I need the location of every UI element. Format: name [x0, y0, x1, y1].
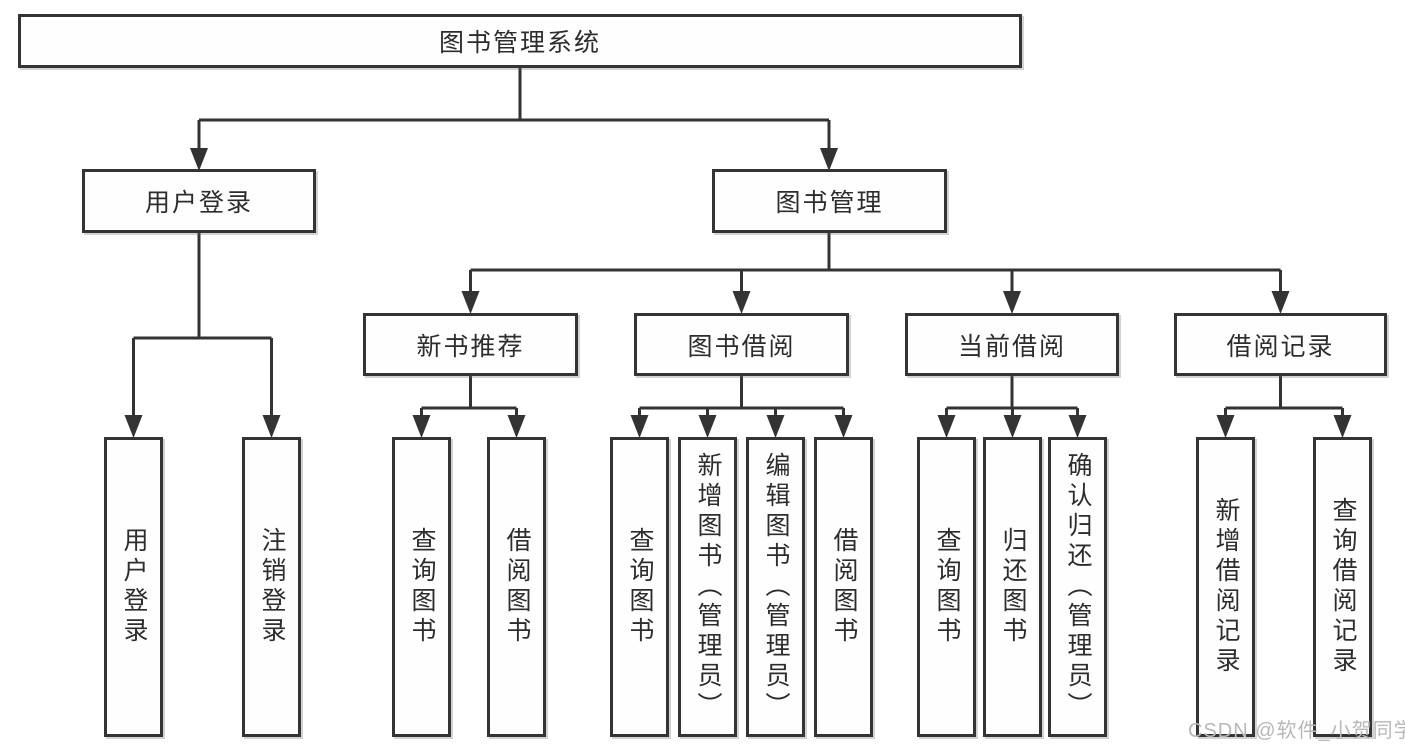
connector-new-book-recommend — [412, 376, 526, 438]
leaf-confirm-return-admin: 确认归还（管理员） — [1048, 437, 1107, 737]
arrowhead — [1216, 415, 1235, 438]
node-borrow-record: 借阅记录 — [1174, 313, 1387, 376]
connector-path — [638, 376, 845, 418]
arrowhead — [1068, 415, 1087, 438]
leaf-borrow-book: 借阅图书 — [814, 437, 873, 737]
arrowhead — [461, 291, 480, 314]
arrowhead — [190, 148, 208, 171]
arrowhead — [698, 415, 717, 438]
arrowhead — [1333, 415, 1352, 438]
arrowhead — [630, 415, 649, 438]
node-book-borrow: 图书借阅 — [634, 313, 849, 376]
arrowhead — [732, 291, 751, 314]
arrowhead — [834, 415, 853, 438]
connector-book-management — [461, 233, 1290, 314]
leaf-borrow-query-book: 查询图书 — [610, 437, 669, 737]
arrowhead — [937, 415, 956, 438]
node-book-management: 图书管理 — [712, 169, 947, 233]
arrowhead — [262, 415, 281, 438]
connector-path — [945, 376, 1079, 418]
connector-current-borrow — [937, 376, 1087, 438]
leaf-user-login: 用户登录 — [104, 437, 163, 737]
node-current-borrow: 当前借阅 — [905, 313, 1119, 376]
arrowhead — [1271, 291, 1290, 314]
leaf-edit-book-admin: 编辑图书（管理员） — [746, 437, 805, 737]
csdn-watermark: CSDN @软件_小贺同学 — [1188, 720, 1405, 742]
connector-path — [1224, 376, 1344, 418]
connector-path — [197, 68, 831, 152]
connector-path — [132, 233, 273, 418]
connector-path — [420, 376, 518, 418]
connector-root — [190, 68, 838, 171]
arrowhead — [412, 415, 431, 438]
leaf-logout: 注销登录 — [242, 437, 301, 737]
connector-user-login — [124, 233, 281, 438]
node-root: 图书管理系统 — [18, 14, 1022, 68]
node-user-login: 用户登录 — [82, 169, 316, 233]
connector-book-borrow — [630, 376, 853, 438]
arrowhead — [820, 148, 838, 171]
arrowhead — [1003, 291, 1021, 314]
leaf-add-borrow-record: 新增借阅记录 — [1196, 437, 1255, 737]
node-new-book-recommend: 新书推荐 — [363, 313, 578, 376]
connector-path — [469, 233, 1282, 294]
leaf-recommend-borrow-book: 借阅图书 — [487, 437, 546, 737]
leaf-return-book: 归还图书 — [983, 437, 1042, 737]
leaf-current-query-book: 查询图书 — [917, 437, 976, 737]
leaf-add-book-admin: 新增图书（管理员） — [678, 437, 737, 737]
leaf-recommend-query-book: 查询图书 — [392, 437, 451, 737]
arrowhead — [766, 415, 785, 438]
arrowhead — [507, 415, 526, 438]
arrowhead — [124, 415, 143, 438]
leaf-query-borrow-record: 查询借阅记录 — [1313, 437, 1372, 737]
connector-borrow-record — [1216, 376, 1352, 438]
arrowhead — [1003, 415, 1022, 438]
